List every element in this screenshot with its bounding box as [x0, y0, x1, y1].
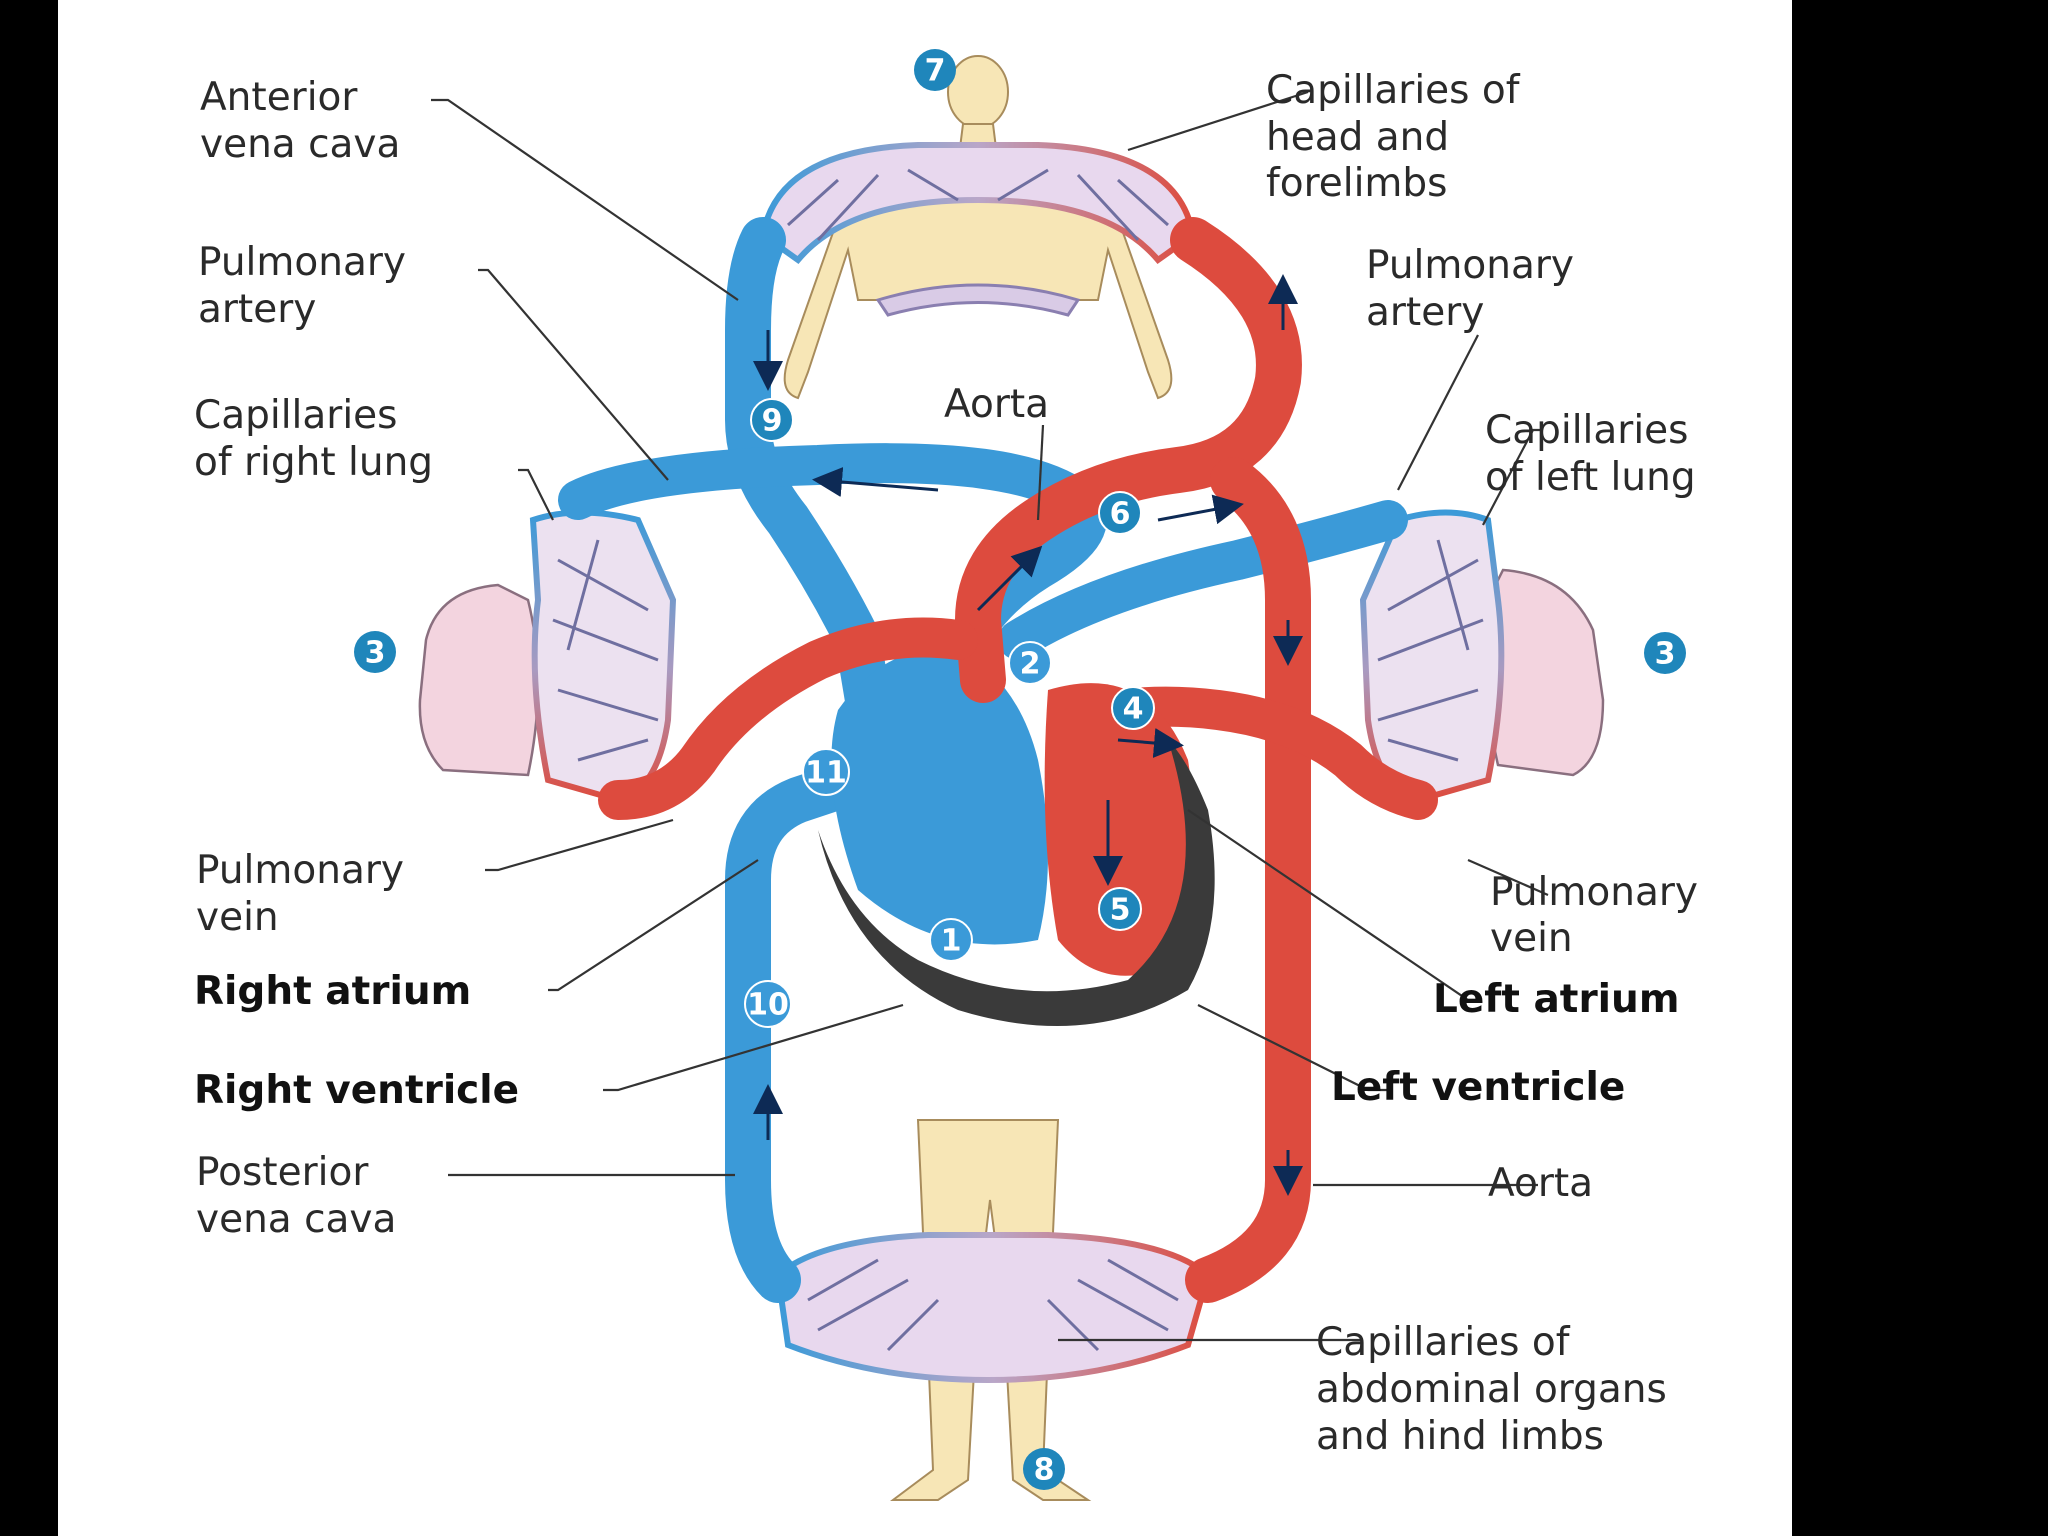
step-badge-6: 6	[1098, 491, 1142, 535]
svg-text:1: 1	[941, 924, 962, 959]
svg-text:3: 3	[1655, 637, 1676, 672]
svg-text:2: 2	[1020, 647, 1041, 682]
label-pulmonary-artery-right-side: Pulmonary artery	[1366, 243, 1586, 335]
step-badge-11: 11	[802, 748, 850, 796]
capillaries-abdominal-bed	[774, 1232, 1212, 1384]
label-left-ventricle: Left ventricle	[1331, 1065, 1625, 1110]
label-left-atrium: Left atrium	[1433, 977, 1679, 1022]
svg-text:5: 5	[1110, 893, 1131, 928]
svg-text:11: 11	[805, 756, 847, 791]
label-posterior-vena-cava: Posterior vena cava	[196, 1150, 396, 1242]
label-capillaries-head: Capillaries of head and forelimbs	[1266, 68, 1532, 206]
svg-text:8: 8	[1034, 1453, 1055, 1488]
svg-text:3: 3	[365, 636, 386, 671]
label-aorta-top: Aorta	[944, 382, 1049, 427]
label-aorta-bottom: Aorta	[1488, 1161, 1593, 1206]
circulation-diagram: 7 9 6 3 3 2 4 11 5 1 10 8 Anterior vena …	[194, 49, 1710, 1501]
pulmonary-artery-left-vessel	[998, 500, 1408, 660]
step-badge-8: 8	[1023, 1448, 1065, 1490]
right-lung	[418, 509, 677, 804]
label-right-atrium: Right atrium	[194, 969, 471, 1014]
step-badge-2: 2	[1008, 641, 1052, 685]
label-anterior-vena-cava: Anterior vena cava	[200, 75, 400, 167]
flow-arrows	[753, 274, 1303, 1196]
pulmonary-vein-right-vessel	[598, 617, 978, 820]
svg-text:4: 4	[1123, 692, 1144, 727]
label-pulmonary-vein-right-side: Pulmonary vein	[1490, 870, 1710, 961]
step-badge-10: 10	[744, 980, 792, 1028]
posterior-vena-cava-vessel	[725, 757, 881, 1303]
step-badge-1: 1	[929, 918, 973, 962]
diagram-panel: 7 9 6 3 3 2 4 11 5 1 10 8 Anterior vena …	[58, 0, 1792, 1536]
aorta-arch-vessel	[955, 217, 1302, 703]
right-heart-chambers	[831, 648, 1048, 945]
svg-text:10: 10	[747, 988, 789, 1023]
svg-text:9: 9	[762, 404, 783, 439]
label-capillaries-right-lung: Capillaries of right lung	[194, 393, 433, 485]
leader-lines	[431, 90, 1549, 1342]
svg-text:6: 6	[1110, 497, 1131, 532]
step-badge-3-right-lung: 3	[354, 631, 396, 673]
step-badge-3-left-lung: 3	[1644, 632, 1686, 674]
label-pulmonary-vein-left-side: Pulmonary vein	[196, 848, 416, 940]
label-capillaries-abdominal: Capillaries of abdominal organs and hind…	[1316, 1320, 1679, 1459]
label-right-ventricle: Right ventricle	[194, 1068, 519, 1113]
aorta-descending-vessel	[1185, 457, 1311, 1303]
step-badge-5: 5	[1098, 887, 1142, 931]
left-lung	[1359, 509, 1605, 804]
step-badge-4: 4	[1111, 686, 1155, 730]
label-pulmonary-artery-left-side: Pulmonary artery	[198, 240, 418, 332]
svg-text:7: 7	[925, 54, 946, 89]
step-badge-7: 7	[914, 49, 956, 91]
step-badge-9: 9	[750, 398, 794, 442]
label-capillaries-left-lung: Capillaries of left lung	[1485, 408, 1701, 500]
